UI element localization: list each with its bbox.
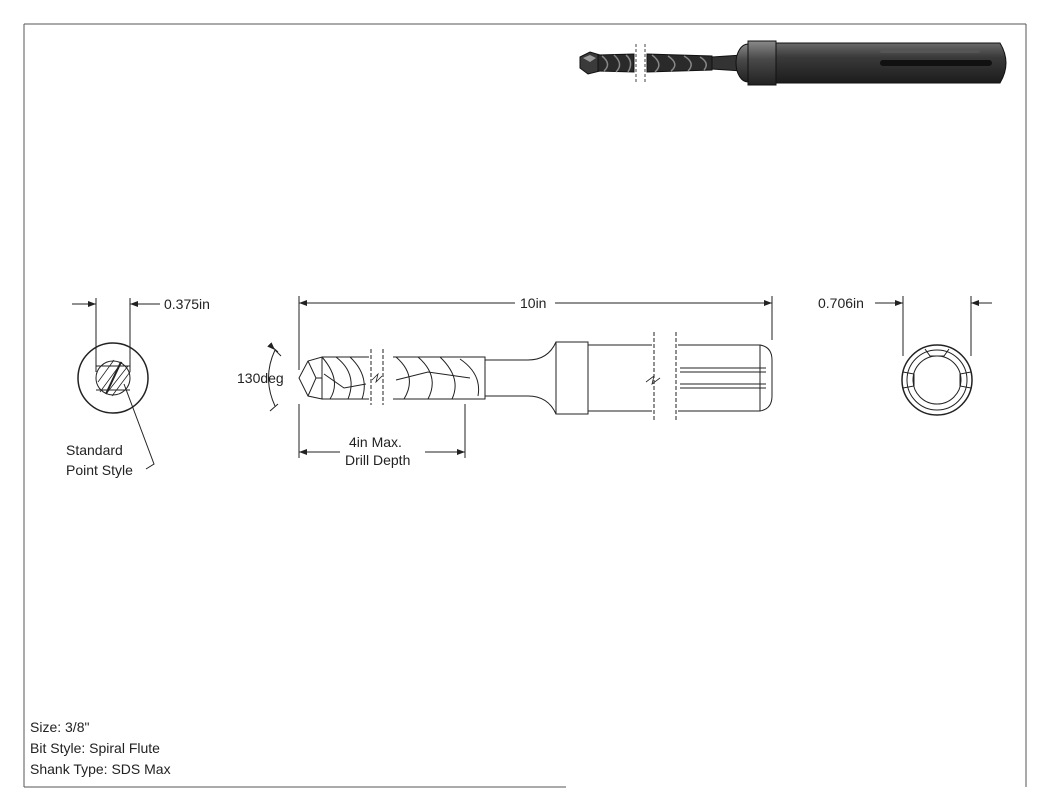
point-style-leader (123, 383, 155, 470)
spec-shank-type: Shank Type: SDS Max (30, 761, 171, 777)
end-view-tip (77, 342, 149, 414)
point-style-label-line1: Standard (66, 442, 123, 458)
head-diameter-label: 0.375in (164, 296, 210, 312)
end-view-shank (901, 344, 973, 416)
spec-block: Size: 3/8" Bit Style: Spiral Flute Shank… (30, 717, 171, 780)
dimension-head-diameter (72, 298, 160, 372)
drill-bit-side-view (298, 332, 773, 422)
point-angle-label: 130deg (237, 370, 284, 386)
overall-length-label: 10in (520, 295, 546, 311)
dimension-shank-diameter (875, 296, 992, 356)
drill-depth-label-line1: 4in Max. (349, 434, 402, 450)
dimension-drill-depth (298, 404, 466, 458)
spec-bit-style: Bit Style: Spiral Flute (30, 740, 160, 756)
point-style-label-line2: Point Style (66, 462, 133, 478)
drill-bit-3d-render (579, 40, 1007, 86)
dimension-overall-length (298, 296, 773, 370)
shank-diameter-label: 0.706in (818, 295, 864, 311)
dimension-point-angle (267, 342, 282, 412)
drill-depth-label-line2: Drill Depth (345, 452, 410, 468)
sheet-border (23, 23, 1027, 788)
spec-size: Size: 3/8" (30, 719, 90, 735)
